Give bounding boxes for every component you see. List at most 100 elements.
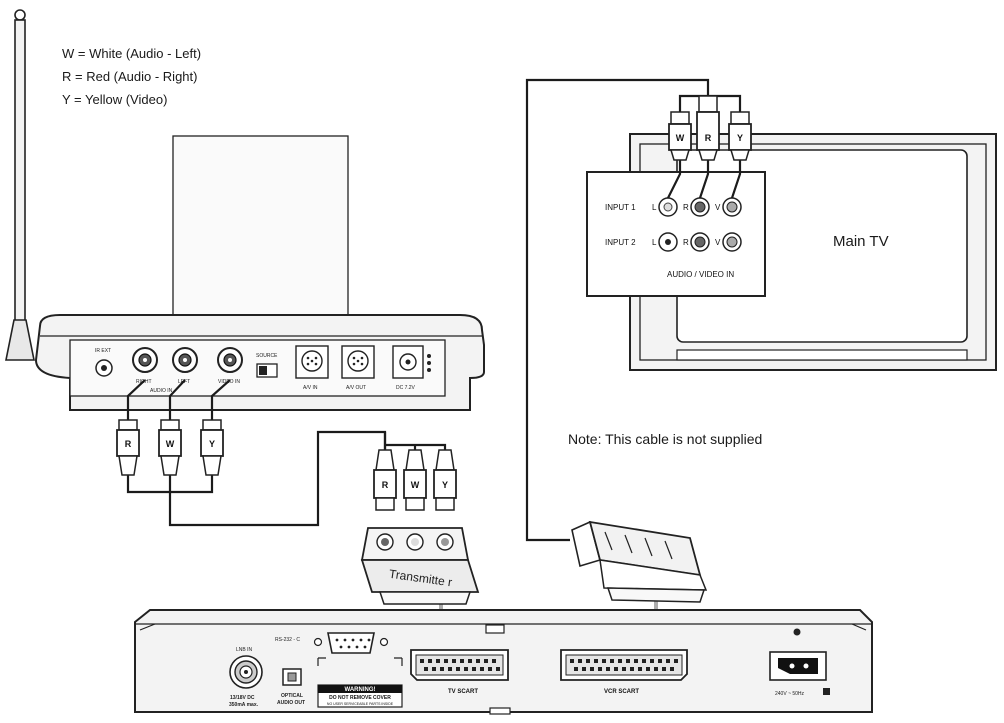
legend-white: W = White (Audio - Left) <box>62 46 201 61</box>
ir-ext-label: IR EXT <box>95 348 111 354</box>
scart-pin <box>420 659 424 663</box>
rs232-label: RS-232 - C <box>275 637 300 643</box>
scart-pin <box>582 667 586 671</box>
tv-scart-plug <box>571 520 708 603</box>
scart-pin <box>574 667 578 671</box>
transmitter-scart-adapter: Transmitte r <box>360 527 480 605</box>
scart-pin <box>658 659 662 663</box>
color-legend: W = White (Audio - Left) R = Red (Audio … <box>62 46 201 107</box>
scart-pin <box>622 667 626 671</box>
receiver-plugs: R W Y <box>116 419 224 476</box>
plug-letter-y: Y <box>209 439 215 449</box>
antenna-icon <box>5 9 35 361</box>
receiver-audio-right-jack[interactable] <box>132 347 158 373</box>
scart-pin <box>496 667 500 671</box>
av-out-label: A/V OUT <box>346 385 366 391</box>
optical-label-2: AUDIO OUT <box>277 700 305 706</box>
input2-label: INPUT 2 <box>605 238 636 247</box>
source-label: SOURCE <box>256 353 278 359</box>
plug-yellow-receiver: Y <box>200 419 224 476</box>
scart-pin <box>468 659 472 663</box>
scart-pin <box>464 667 468 671</box>
panel-antenna <box>172 135 349 317</box>
tv-scart-socket[interactable] <box>410 649 509 681</box>
mains-power-socket[interactable] <box>769 651 827 681</box>
scart-pin <box>594 659 598 663</box>
scart-pin <box>570 659 574 663</box>
scart-pin <box>630 667 634 671</box>
scart-pin <box>590 667 594 671</box>
plug-yellow-tv: Y <box>728 111 752 161</box>
scart-pin <box>578 659 582 663</box>
jack-r-label-2: R <box>683 238 689 247</box>
plug-letter-r: R <box>125 439 132 449</box>
scart-pin <box>618 659 622 663</box>
scart-pin <box>654 667 658 671</box>
av-in-label: A/V IN <box>303 385 318 391</box>
receiver-audio-left-jack[interactable] <box>172 347 198 373</box>
cables <box>126 78 742 650</box>
lnb-in-label: LNB IN <box>236 647 253 653</box>
scart-pin <box>456 667 460 671</box>
scart-pin <box>424 667 428 671</box>
input1-label: INPUT 1 <box>605 203 636 212</box>
plug-red-transmitter: R <box>373 449 397 511</box>
scart-pin <box>638 667 642 671</box>
warning-line-2: NO USER SERVICEABLE PARTS INSIDE <box>327 702 394 706</box>
plug-white-receiver: W <box>158 419 182 476</box>
scart-pin <box>606 667 610 671</box>
vcr-scart-socket[interactable] <box>560 649 688 681</box>
scart-pin <box>440 667 444 671</box>
rs232-port[interactable] <box>327 632 375 654</box>
scart-pin <box>598 667 602 671</box>
dc-jack[interactable] <box>392 345 431 379</box>
scart-pin <box>444 659 448 663</box>
scart-pin <box>646 667 650 671</box>
dc-label: DC 7.2V <box>396 385 416 391</box>
plug-yellow-transmitter: Y <box>433 449 457 511</box>
panel-caption: AUDIO / VIDEO IN <box>667 270 734 279</box>
scart-pin <box>432 667 436 671</box>
plug-letter-w-3: W <box>676 133 685 143</box>
warning-line-1: DO NOT REMOVE COVER <box>329 695 391 701</box>
scart-pin <box>476 659 480 663</box>
source-switch[interactable] <box>256 363 278 378</box>
plug-white-transmitter: W <box>403 449 427 511</box>
jack-l-label: L <box>652 203 657 212</box>
scart-pin <box>674 659 678 663</box>
tv-plugs: W R Y <box>668 95 752 161</box>
vcr-scart-label: VCR SCART <box>604 689 639 695</box>
scart-pin <box>634 659 638 663</box>
wireless-receiver: IR EXT RIGHT LEFT AUDIO IN VIDEO IN SOUR… <box>5 9 485 411</box>
warning-title: WARNING! <box>345 687 376 693</box>
plug-red-tv: R <box>696 95 720 161</box>
plug-red-receiver: R <box>116 419 140 476</box>
scart-pin <box>626 659 630 663</box>
plug-white-tv: W <box>668 111 692 161</box>
legend-yellow: Y = Yellow (Video) <box>62 92 167 107</box>
scart-pin <box>602 659 606 663</box>
mains-label: 240V ~ 50Hz <box>775 691 805 697</box>
optical-audio-out-port[interactable] <box>282 668 302 686</box>
lnb-in-connector[interactable] <box>229 655 263 689</box>
audio-in-label: AUDIO IN <box>150 388 173 394</box>
scart-pin <box>642 659 646 663</box>
av-in-port[interactable] <box>295 345 329 379</box>
scart-pin <box>488 667 492 671</box>
lnb-power-label-1: 13/18V DC <box>230 695 255 701</box>
jack-v-label: V <box>715 203 721 212</box>
scart-pin <box>650 659 654 663</box>
cable-note: Note: This cable is not supplied <box>568 431 762 447</box>
scart-pin <box>586 659 590 663</box>
receiver-video-in-jack[interactable] <box>217 347 243 373</box>
av-out-port[interactable] <box>341 345 375 379</box>
scart-pin <box>670 667 674 671</box>
jack-v-label-2: V <box>715 238 721 247</box>
transmitter-plugs: R W Y <box>373 449 457 511</box>
scart-pin <box>428 659 432 663</box>
scart-pin <box>460 659 464 663</box>
scart-pin <box>452 659 456 663</box>
lnb-power-label-2: 350mA max. <box>229 702 259 708</box>
jack-r-label: R <box>683 203 689 212</box>
